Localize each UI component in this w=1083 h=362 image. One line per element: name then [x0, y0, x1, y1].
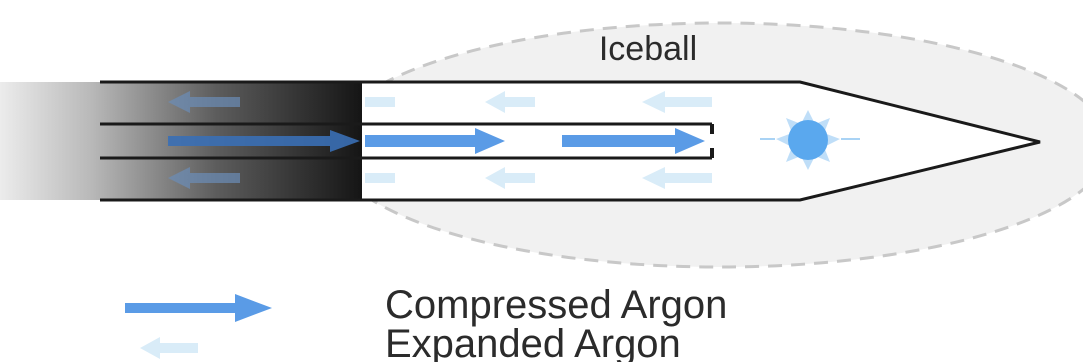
- legend-expanded-label: Expanded Argon: [385, 322, 681, 362]
- legend-expanded-arrow-icon: [140, 337, 198, 359]
- expanded-arrow: [168, 91, 240, 113]
- expanded-arrow: [642, 91, 712, 113]
- expanded-arrow: [485, 91, 535, 113]
- snowflake-burst-icon: [760, 110, 860, 170]
- expanded-arrow: [642, 167, 712, 189]
- expanded-arrow: [168, 167, 240, 189]
- compressed-arrow: [365, 128, 505, 154]
- legend-compressed-arrow-icon: [125, 294, 272, 322]
- legend-compressed-label: Compressed Argon: [385, 283, 727, 327]
- expanded-arrow: [485, 167, 535, 189]
- compressed-arrow: [562, 128, 705, 154]
- compressed-arrow: [168, 130, 360, 152]
- expanded-arrow: [365, 91, 395, 113]
- expanded-arrow: [365, 167, 395, 189]
- iceball-label: Iceball: [599, 30, 697, 68]
